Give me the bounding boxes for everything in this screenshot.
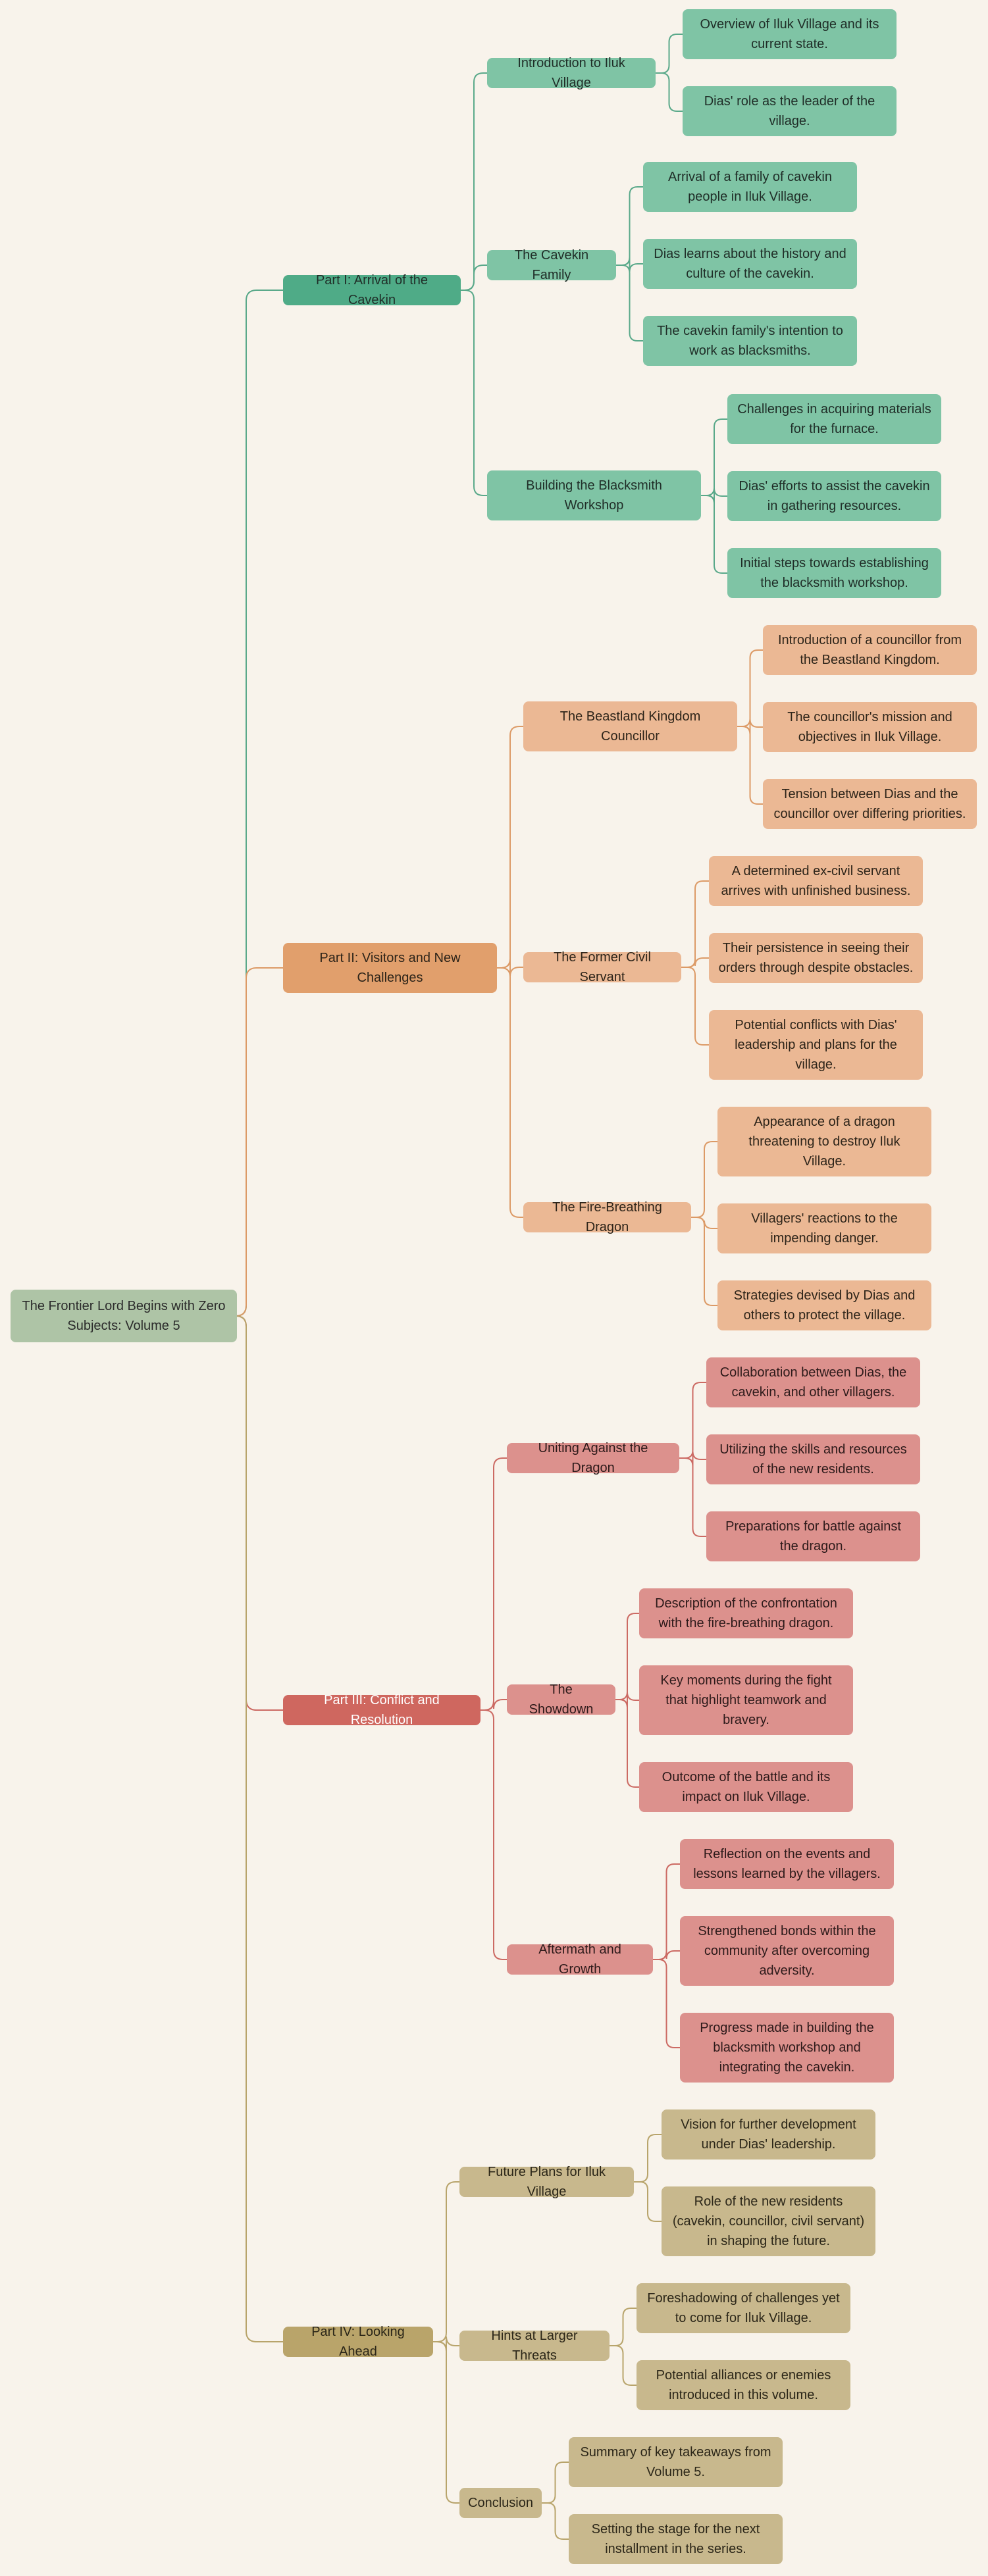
root-to-part-link	[235, 1315, 283, 2342]
leaf-node: Villagers' reactions to the impending da…	[717, 1203, 931, 1253]
part-node: Part I: Arrival of the Cavekin	[283, 273, 461, 307]
section-to-item-link	[616, 265, 643, 341]
part-to-section-link	[433, 2181, 459, 2342]
section-to-item-link	[679, 1457, 706, 1537]
section-to-item-link	[653, 1863, 680, 1960]
section-node: Uniting Against the Dragon	[507, 1441, 679, 1475]
section-to-item-link	[653, 1950, 680, 1960]
section-to-item-link	[656, 34, 683, 74]
leaf-node: Description of the confrontation with th…	[639, 1588, 853, 1638]
leaf-node: Introduction of a councillor from the Be…	[763, 625, 977, 675]
leaf-node: The cavekin family's intention to work a…	[643, 316, 857, 366]
section-node: Building the Blacksmith Workshop	[487, 470, 701, 520]
leaf-node: Dias learns about the history and cultur…	[643, 239, 857, 289]
leaf-node: Vision for further development under Dia…	[662, 2109, 875, 2159]
section-node: The Cavekin Family	[487, 248, 616, 282]
leaf-node: Their persistence in seeing their orders…	[709, 933, 923, 983]
leaf-node: Collaboration between Dias, the cavekin,…	[706, 1357, 920, 1407]
root-to-part-link	[235, 967, 283, 1317]
section-to-item-link	[656, 72, 683, 112]
leaf-node: Arrival of a family of cavekin people in…	[643, 162, 857, 212]
section-to-item-link	[701, 418, 727, 496]
part-to-section-link	[481, 1699, 507, 1711]
section-to-item-link	[653, 1959, 680, 2048]
section-node: Hints at Larger Threats	[459, 2329, 610, 2363]
part-node: Part III: Conflict and Resolution	[283, 1693, 481, 1727]
leaf-node: Potential conflicts with Dias' leadershi…	[709, 1010, 923, 1080]
section-node: Future Plans for Iluk Village	[459, 2165, 634, 2199]
leaf-node: Tension between Dias and the councillor …	[763, 779, 977, 829]
leaf-node: Dias' efforts to assist the cavekin in g…	[727, 471, 941, 521]
section-to-item-link	[691, 1217, 717, 1306]
section-to-item-link	[610, 2345, 637, 2386]
leaf-node: Reflection on the events and lessons lea…	[680, 1839, 894, 1889]
section-to-item-link	[701, 495, 727, 574]
leaf-node: Summary of key takeaways from Volume 5.	[569, 2437, 783, 2487]
leaf-node: Outcome of the battle and its impact on …	[639, 1762, 853, 1812]
root-node: The Frontier Lord Begins with Zero Subje…	[11, 1290, 237, 1342]
leaf-node: Setting the stage for the next installme…	[569, 2514, 783, 2564]
part-to-section-link	[461, 72, 487, 291]
part-to-section-link	[497, 958, 523, 977]
part-node: Part II: Visitors and New Challenges	[283, 943, 497, 993]
leaf-node: Foreshadowing of challenges yet to come …	[637, 2283, 850, 2333]
section-node: The Showdown	[507, 1682, 615, 1717]
part-to-section-link	[433, 2341, 459, 2504]
leaf-node: Key moments during the fight that highli…	[639, 1665, 853, 1735]
section-to-item-link	[737, 726, 763, 805]
leaf-node: Progress made in building the blacksmith…	[680, 2013, 894, 2083]
part-to-section-link	[481, 1709, 507, 1960]
section-node: The Beastland Kingdom Councillor	[523, 701, 737, 751]
leaf-node: A determined ex-civil servant arrives wi…	[709, 856, 923, 906]
section-to-item-link	[679, 1382, 706, 1459]
section-node: Introduction to Iluk Village	[487, 56, 656, 90]
section-to-item-link	[681, 957, 709, 968]
section-to-item-link	[610, 2308, 637, 2346]
section-to-item-link	[681, 967, 709, 1046]
part-to-section-link	[461, 290, 487, 496]
section-to-item-link	[542, 2502, 569, 2540]
leaf-node: Role of the new residents (cavekin, coun…	[662, 2186, 875, 2256]
section-to-item-link	[542, 2462, 569, 2504]
leaf-node: Potential alliances or enemies introduce…	[637, 2360, 850, 2410]
section-to-item-link	[681, 880, 709, 968]
leaf-node: Utilizing the skills and resources of th…	[706, 1434, 920, 1484]
section-to-item-link	[634, 2181, 662, 2222]
part-to-section-link	[461, 265, 487, 291]
part-node: Part IV: Looking Ahead	[283, 2325, 433, 2359]
section-node: The Fire-Breathing Dragon	[523, 1200, 691, 1234]
root-to-part-link	[235, 1315, 283, 1711]
section-node: Conclusion	[459, 2488, 542, 2518]
leaf-node: Challenges in acquiring materials for th…	[727, 394, 941, 444]
section-to-item-link	[634, 2134, 662, 2183]
section-to-item-link	[616, 186, 643, 266]
section-to-item-link	[691, 1141, 717, 1218]
section-node: The Former Civil Servant	[523, 950, 681, 984]
leaf-node: Strategies devised by Dias and others to…	[717, 1280, 931, 1330]
leaf-node: The councillor's mission and objectives …	[763, 702, 977, 752]
section-to-item-link	[737, 649, 763, 727]
leaf-node: Strengthened bonds within the community …	[680, 1916, 894, 1986]
leaf-node: Preparations for battle against the drag…	[706, 1511, 920, 1561]
part-to-section-link	[497, 726, 523, 969]
root-to-part-link	[235, 290, 283, 1317]
section-to-item-link	[615, 1613, 639, 1700]
section-to-item-link	[616, 257, 643, 272]
section-to-item-link	[615, 1699, 639, 1788]
leaf-node: Appearance of a dragon threatening to de…	[717, 1107, 931, 1176]
leaf-node: Dias' role as the leader of the village.	[683, 86, 897, 136]
part-to-section-link	[481, 1457, 507, 1711]
part-to-section-link	[497, 967, 523, 1218]
leaf-node: Overview of Iluk Village and its current…	[683, 9, 897, 59]
leaf-node: Initial steps towards establishing the b…	[727, 548, 941, 598]
section-node: Aftermath and Growth	[507, 1942, 653, 1977]
